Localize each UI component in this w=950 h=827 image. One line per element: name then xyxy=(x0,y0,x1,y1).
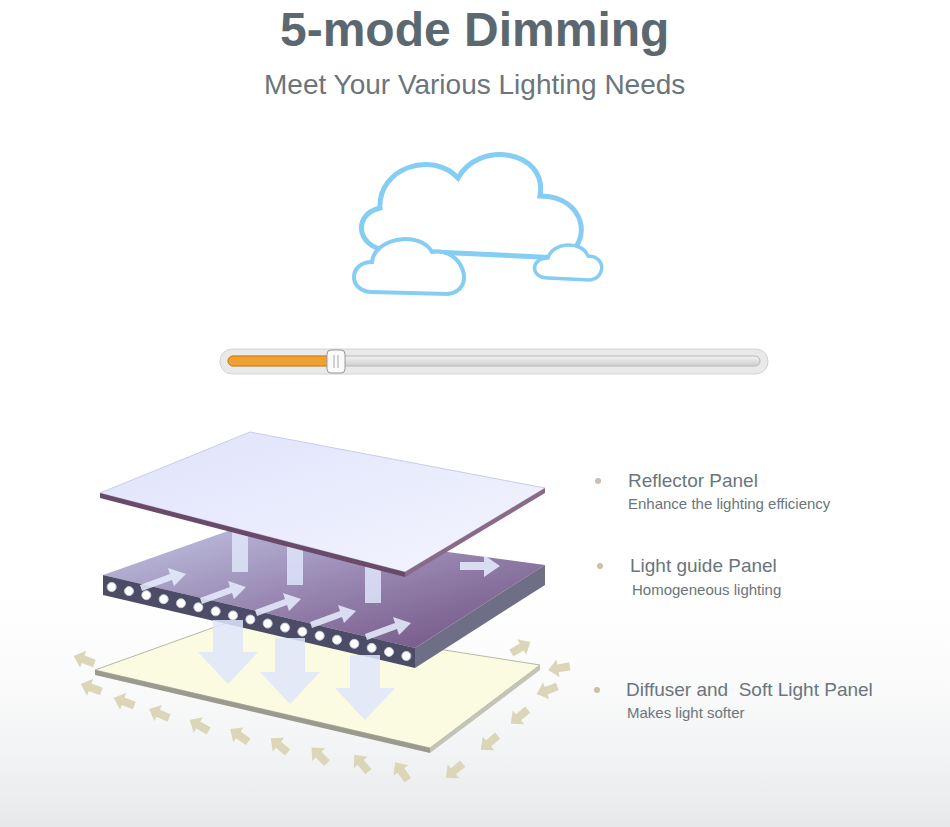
led-dot xyxy=(125,587,134,596)
led-dot xyxy=(159,595,168,604)
soft-light-arrow xyxy=(388,757,415,785)
soft-light-arrow xyxy=(71,647,98,671)
led-dot xyxy=(211,607,220,616)
led-dot xyxy=(402,651,411,660)
led-dot xyxy=(350,639,359,648)
soft-light-arrow xyxy=(547,657,572,679)
guide-arrows xyxy=(140,555,500,640)
led-dot xyxy=(142,591,151,600)
led-dot xyxy=(385,647,394,656)
soft-light-arrow xyxy=(505,703,533,731)
soft-light-arrow xyxy=(534,678,561,702)
led-dot xyxy=(246,615,255,624)
soft-light-arrow xyxy=(185,712,213,739)
subtitle: Meet Your Various Lighting Needs xyxy=(264,69,685,101)
dimmer-slider xyxy=(220,349,768,374)
soft-light-arrow xyxy=(507,634,535,661)
led-dot xyxy=(107,583,116,592)
led-dot xyxy=(229,611,238,620)
soft-light-arrow xyxy=(347,749,375,777)
soft-light-arrow xyxy=(305,741,333,769)
bullet-dots xyxy=(594,478,603,693)
diffuser-panel xyxy=(95,618,540,753)
led-dot xyxy=(298,627,307,636)
part-note: Makes light softer xyxy=(627,704,745,721)
part-name: Diffuser and Soft Light Panel xyxy=(626,679,873,701)
cloud-icon xyxy=(354,155,602,294)
soft-light-arrow xyxy=(475,729,503,757)
soft-light-arrow xyxy=(225,722,253,749)
part-name: Reflector Panel xyxy=(628,470,758,492)
part-note: Homogeneous lighting xyxy=(632,581,781,598)
soft-light-arrow xyxy=(440,757,468,785)
led-dot xyxy=(367,643,376,652)
led-dot xyxy=(333,635,342,644)
soft-light-arrow xyxy=(265,731,293,759)
soft-light-arrow xyxy=(145,701,173,727)
led-dot xyxy=(194,603,203,612)
part-name: Light guide Panel xyxy=(630,555,777,577)
part-note: Enhance the lighting efficiency xyxy=(628,495,830,512)
soft-light-arrow xyxy=(78,675,105,699)
led-dot xyxy=(263,619,272,628)
led-dot xyxy=(315,631,324,640)
led-dot xyxy=(281,623,290,632)
reflector-panel xyxy=(100,432,545,577)
soft-light-arrows xyxy=(71,634,572,785)
soft-light-arrow xyxy=(111,689,138,713)
title: 5-mode Dimming xyxy=(280,2,669,57)
led-dot xyxy=(177,599,186,608)
